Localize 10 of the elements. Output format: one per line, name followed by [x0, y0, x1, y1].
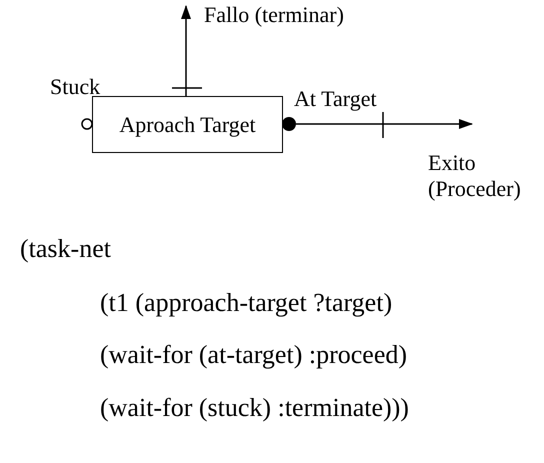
task-box: Aproach Target — [92, 96, 283, 153]
code-line: (t1 (approach-target ?target) — [100, 288, 392, 318]
arrow — [296, 119, 473, 129]
arrow — [181, 5, 191, 96]
edge-label: At Target — [294, 86, 377, 112]
code-line: (wait-for (at-target) :proceed) — [100, 340, 408, 370]
code-line: (wait-for (stuck) :terminate))) — [100, 393, 409, 423]
outcome-text: Exito (Proceder) — [428, 150, 540, 206]
code-line: (task-net — [20, 234, 111, 264]
outcome-text: Fallo (terminar) — [204, 2, 374, 32]
